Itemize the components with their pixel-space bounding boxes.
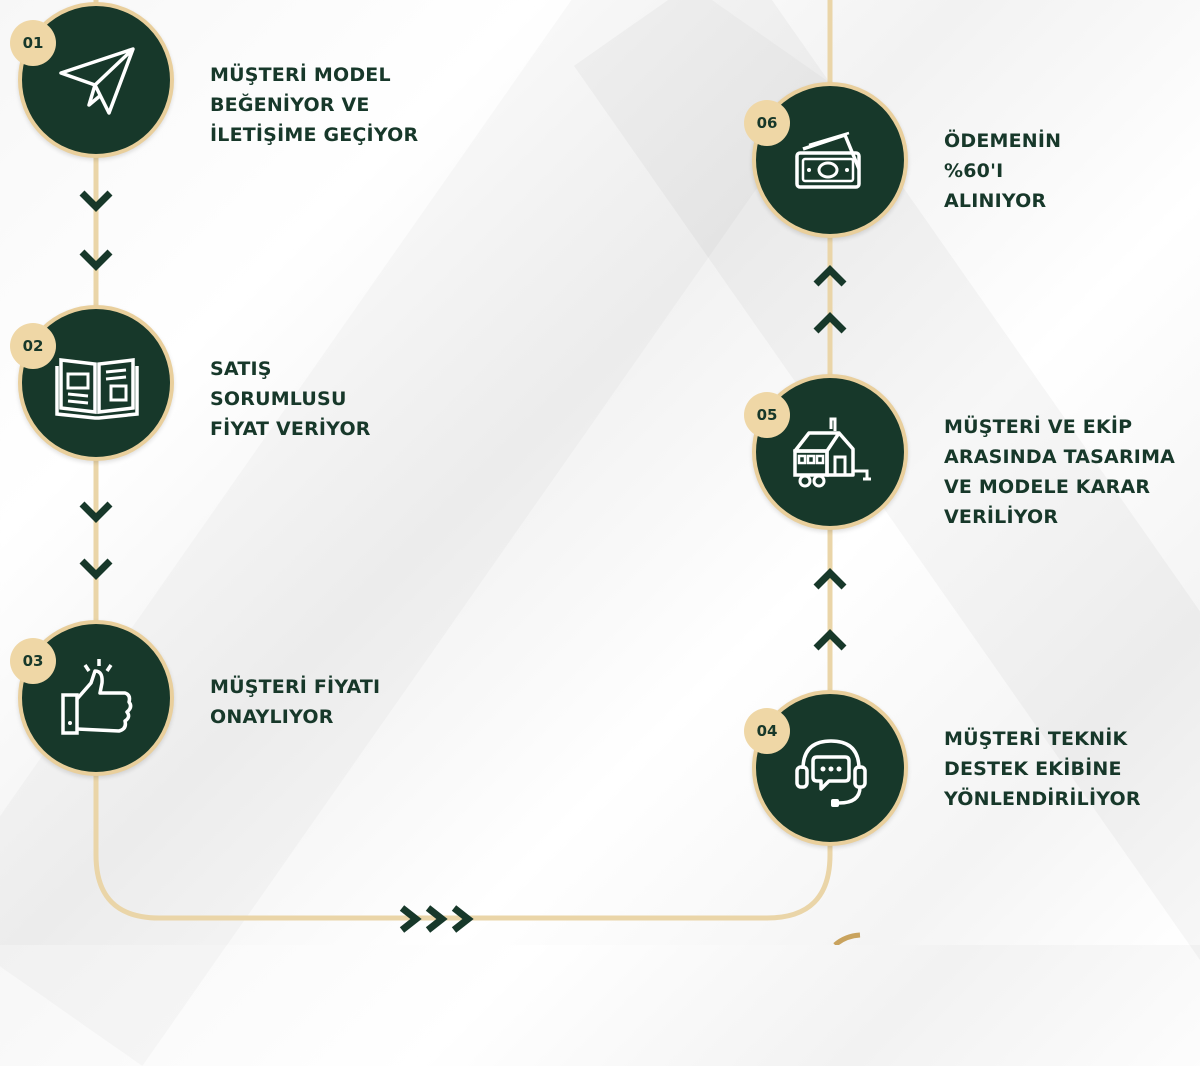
step-number-badge: 01: [10, 20, 56, 66]
chevron-down-icon: [79, 190, 113, 212]
step-label-line: ÖDEMENİN: [944, 130, 1062, 152]
step-label: ÖDEMENİN %60'I ALINIYOR: [944, 126, 1184, 216]
step-label-line: SORUMLUSU: [210, 388, 347, 410]
step-label: MÜŞTERİ MODEL BEĞENİYOR VE İLETİŞİME GEÇ…: [210, 60, 450, 150]
step-label-line: ALINIYOR: [944, 190, 1047, 212]
headset-support-icon: [795, 739, 867, 807]
step-number-badge: 05: [744, 392, 790, 438]
step-label-line: SATIŞ: [210, 358, 272, 380]
paper-plane-icon: [59, 47, 135, 115]
step-02: 02 SATIŞ SORUMLUSU FİYAT VERİYOR: [10, 305, 398, 475]
step-number-badge: 06: [744, 100, 790, 146]
step-circle: [18, 305, 174, 461]
step-label-line: VERİLİYOR: [944, 506, 1059, 528]
chevron-down-icon: [79, 558, 113, 580]
step-label: MÜŞTERİ VE EKİP ARASINDA TASARIMA VE MOD…: [944, 412, 1184, 532]
chevron-up-icon: [813, 629, 847, 651]
step-label-line: DESTEK EKİBİNE: [944, 758, 1122, 780]
step-label-line: ONAYLIYOR: [210, 706, 334, 728]
step-04: 04 MÜŞTERİ TEKNİK DESTEK EKİBİNE YÖNLEND…: [744, 690, 1141, 860]
step-label-line: ARASINDA TASARIMA: [944, 446, 1176, 468]
chevron-down-icon: [79, 249, 113, 271]
step-label-line: VE MODELE KARAR: [944, 476, 1151, 498]
step-label: MÜŞTERİ FİYATI ONAYLIYOR: [210, 672, 450, 732]
corner-fragment: [833, 932, 861, 945]
chevron-up-icon: [813, 265, 847, 287]
step-number-badge: 02: [10, 323, 56, 369]
open-book-icon: [55, 358, 139, 420]
step-label-line: MÜŞTERİ MODEL: [210, 64, 391, 86]
chevron-up-icon: [813, 568, 847, 590]
step-05: 05 MÜŞTERİ VE EKİP ARASINDA TASARIMA VE …: [744, 374, 1175, 544]
step-label: MÜŞTERİ TEKNİK DESTEK EKİBİNE YÖNLENDİRİ…: [944, 724, 1184, 814]
step-03: 03 MÜŞTERİ FİYATI ONAYLIYOR: [10, 620, 398, 790]
step-label-line: MÜŞTERİ TEKNİK: [944, 728, 1128, 750]
step-number-badge: 04: [744, 708, 790, 754]
step-label-line: YÖNLENDİRİLİYOR: [944, 788, 1141, 810]
process-flow-diagram: 01 MÜŞTERİ MODEL BEĞENİYOR VE İLETİŞİME …: [10, 0, 1175, 945]
thumbs-up-icon: [61, 659, 133, 735]
step-label-line: İLETİŞİME GEÇİYOR: [210, 124, 419, 146]
money-banknotes-icon: [795, 131, 861, 189]
step-label-line: BEĞENİYOR VE: [210, 94, 370, 116]
step-label-line: %60'I: [944, 160, 1004, 182]
step-label-line: MÜŞTERİ FİYATI: [210, 676, 381, 698]
step-label-line: MÜŞTERİ VE EKİP: [944, 416, 1133, 438]
step-label-line: FİYAT VERİYOR: [210, 418, 371, 440]
tiny-house-trailer-icon: [793, 417, 871, 488]
step-number-badge: 03: [10, 638, 56, 684]
step-01: 01 MÜŞTERİ MODEL BEĞENİYOR VE İLETİŞİME …: [10, 2, 418, 172]
chevron-up-icon: [813, 312, 847, 334]
chevron-down-icon: [79, 501, 113, 523]
step-label: SATIŞ SORUMLUSU FİYAT VERİYOR: [210, 354, 450, 444]
triple-chevron-right-icon: [399, 905, 474, 933]
step-06: 06 ÖDEMENİN %60'I ALINIYOR: [744, 82, 1132, 252]
